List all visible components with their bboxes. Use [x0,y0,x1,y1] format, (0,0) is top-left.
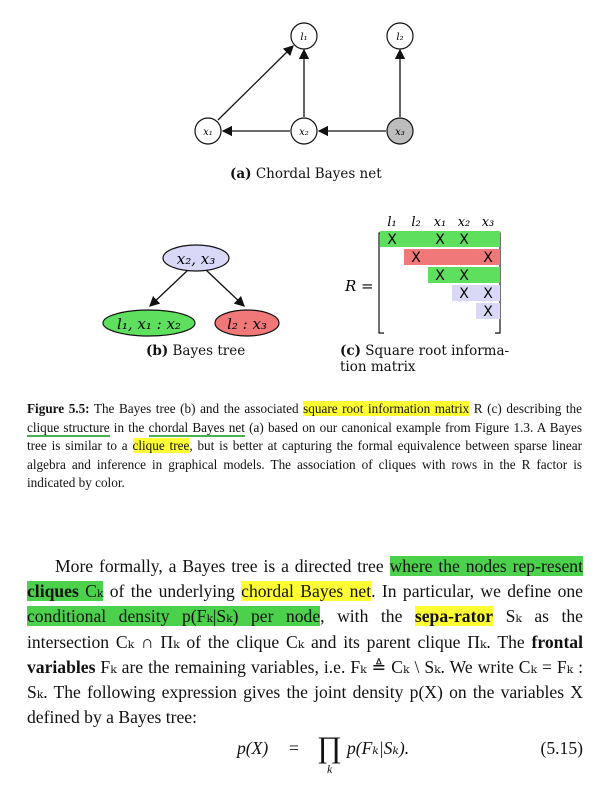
matrix-entry: X [483,304,493,320]
tree-left-clique: l₁, x₁ : x₂ [102,309,196,337]
matrix-row-band [452,285,500,301]
svg-text:l₁, x₁ : x₂: l₁, x₁ : x₂ [117,315,181,333]
figure-graphics: l₁ l₂ x₁ x₂ x₃ x₂, x₃ l₁, x₁ : x₂ l₂ : x… [102,22,501,337]
matrix-row-band [404,249,500,265]
underline: clique structure [27,419,110,437]
highlight: square root information matrix [303,401,470,416]
highlight: chordal Bayes net [241,581,372,602]
caption-a: (a) Chordal Bayes net [230,166,382,182]
matrix-entry: X [435,268,445,284]
col-header: l₁ [387,215,396,230]
node-x2: x₂ [290,117,318,145]
matrix-row-band [476,303,500,319]
matrix-left-bracket [378,232,384,334]
edge-x1-l1 [217,45,294,121]
matrix-entry: X [387,232,397,248]
body-paragraph: More formally, a Bayes tree is a directe… [27,556,583,728]
col-header: x₃ [482,215,495,230]
eq-number: (5.15) [540,738,583,758]
svg-text:l₂ : x₃: l₂ : x₃ [227,315,267,333]
col-header: x₁ [434,215,447,230]
matrix-entry: X [483,286,493,302]
svg-text:x₂, x₃: x₂, x₃ [177,250,215,268]
highlight: conditional density p(Fₖ|Sₖ) per node [27,606,321,627]
eq-product: ∏ [317,731,342,764]
highlight: where the nodes rep-resent [389,556,583,576]
col-header: x₂ [458,215,471,230]
matrix-entry: X [459,286,469,302]
node-l1: l₁ [290,22,318,50]
eq-rhs: p(Fₖ|Sₖ). [347,738,410,758]
svg-text:x₁: x₁ [203,127,213,138]
svg-text:l₁: l₁ [300,32,307,43]
node-x1: x₁ [194,117,222,145]
matrix-entry: X [411,250,421,266]
svg-text:l₂: l₂ [396,32,403,43]
caption-c: (c) Square root informa- tion matrix [340,343,510,375]
underline: chordal Bayes net [148,419,245,437]
matrix-R-label: R = [344,277,374,295]
matrix-entry: X [435,232,445,248]
tree-root-clique: x₂, x₃ [162,244,230,272]
node-l2: l₂ [386,22,414,50]
matrix-entry: X [459,268,469,284]
matrix-row-band [428,267,500,283]
eq-product-index: k [327,762,333,776]
matrix-row-band [380,231,500,247]
equation-5-15: p(X) = ∏ k p(Fₖ|Sₖ). (5.15) [27,731,583,788]
matrix-entry: X [459,232,469,248]
matrix-col-headers: l₁ l₂ x₁ x₂ x₃ [387,215,494,230]
eq-sign: = [289,738,299,758]
edge-tree-right [205,269,245,307]
node-x3: x₃ [386,117,414,145]
eq-lhs: p(X) [237,738,269,758]
edge-tree-left [149,269,189,307]
figure-caption: Figure 5.5: The Bayes tree (b) and the a… [27,401,583,491]
caption-b: (b) Bayes tree [146,343,246,359]
highlight: sepa-rator [414,606,494,627]
svg-text:x₃: x₃ [395,127,405,138]
tree-right-clique: l₂ : x₃ [214,309,280,337]
col-header: l₂ [411,215,420,230]
svg-text:x₂: x₂ [299,127,309,138]
highlight: clique tree [132,438,190,454]
matrix-entry: X [483,250,493,266]
